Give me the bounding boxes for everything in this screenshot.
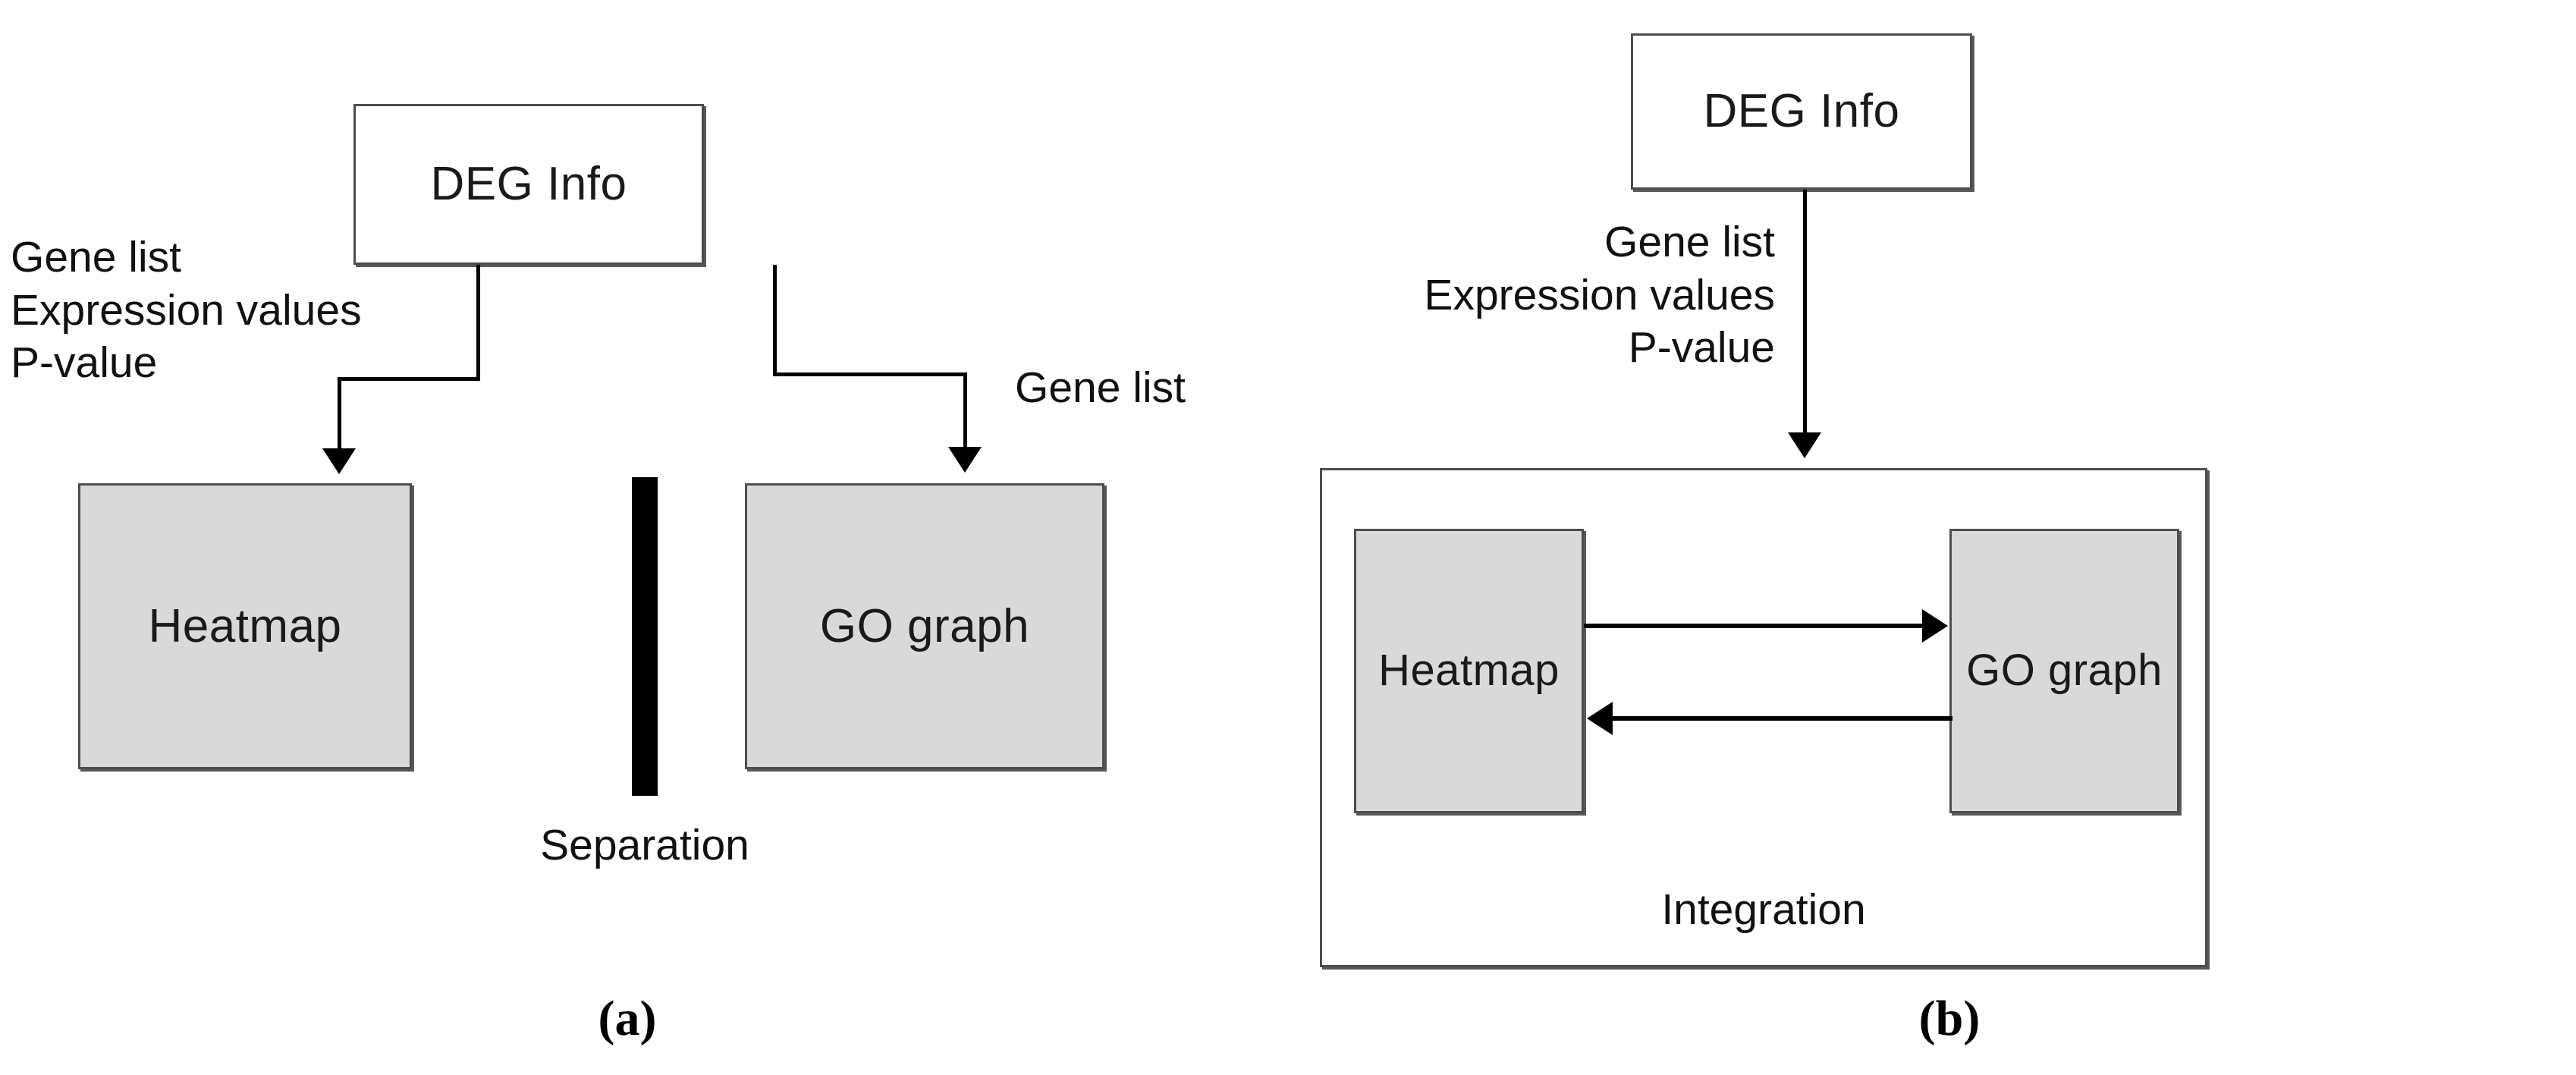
panel-a-heatmap-label: Heatmap (148, 599, 342, 652)
panel-a-right-arrowhead-icon (948, 447, 982, 473)
panel-b-heatmap-label: Heatmap (1378, 646, 1560, 696)
panel-a-right-connector-segment-2 (773, 372, 967, 376)
panel-a-go-graph-label: GO graph (819, 599, 1030, 652)
panel-a-left-connector-segment-2 (338, 377, 480, 381)
panel-a-deg-info-box[interactable]: DEG Info (353, 104, 704, 265)
panel-b-heatmap-to-go-arrowhead-icon (1922, 609, 1948, 643)
panel-b-deg-info-box[interactable]: DEG Info (1631, 33, 1972, 190)
panel-b-go-graph-label: GO graph (1966, 646, 2163, 696)
panel-b-go-to-heatmap-line (1613, 716, 1952, 721)
panel-a-right-connector-segment-1 (773, 265, 777, 376)
panel-b-edge-label: Gene list Expression values P-value (1424, 218, 1775, 372)
panel-b-caption: (b) (1918, 991, 1981, 1046)
panel-b-go-graph-box[interactable]: GO graph (1949, 529, 2179, 813)
panel-a-separation-label: Separation (540, 821, 749, 869)
panel-a-left-connector-segment-3 (338, 377, 341, 450)
panel-a-caption: (a) (598, 991, 657, 1046)
panel-b-arrowhead-icon (1788, 432, 1821, 458)
panel-a-go-graph-box[interactable]: GO graph (745, 483, 1104, 769)
panel-b-integration: DEG Info Gene list Expression values P-v… (1274, 0, 2576, 1075)
panel-b-heatmap-to-go-line (1584, 624, 1924, 628)
panel-b-deg-info-label: DEG Info (1703, 85, 1900, 138)
panel-a-left-arrowhead-icon (322, 448, 356, 474)
panel-b-integration-label: Integration (1661, 885, 1866, 934)
panel-b-go-to-heatmap-arrowhead-icon (1587, 702, 1613, 735)
panel-a-separation-bar (632, 477, 658, 796)
panel-b-connector-line (1803, 190, 1807, 434)
panel-a-right-edge-label: Gene list (1015, 363, 1186, 412)
panel-b-heatmap-box[interactable]: Heatmap (1354, 529, 1584, 813)
panel-a-deg-info-label: DEG Info (430, 158, 627, 211)
panel-a-left-connector-segment-1 (476, 265, 480, 380)
panel-a-right-connector-segment-3 (963, 372, 967, 448)
panel-a-separation: DEG Info Gene list Expression values P-v… (0, 0, 1274, 1075)
panel-a-heatmap-box[interactable]: Heatmap (78, 483, 412, 769)
panel-a-left-edge-label: Gene list Expression values P-value (11, 233, 362, 388)
